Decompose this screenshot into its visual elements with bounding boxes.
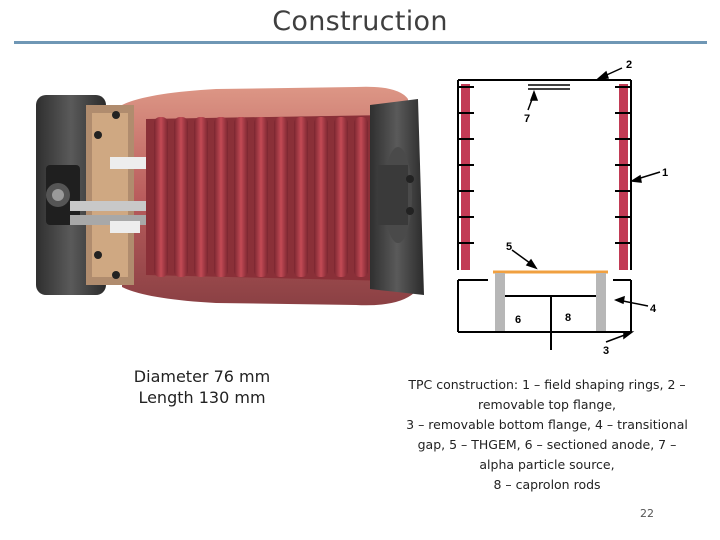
- tpc-schematic: 2 7 1 5 4 6 8 3: [457, 59, 668, 357]
- dimensions-text: Diameter 76 mm Length 130 mm: [112, 366, 292, 408]
- caption-line: removable top flange,: [477, 397, 617, 412]
- label-5: 5: [506, 241, 512, 253]
- label-6: 6: [515, 314, 521, 326]
- tpc-cutaway-render: [26, 75, 426, 317]
- caption-line: 8 – caprolon rods: [493, 477, 601, 492]
- bottom-flange: [457, 279, 632, 350]
- caption-line: alpha particle source,: [479, 457, 615, 472]
- title-underline: [14, 41, 707, 44]
- field-ring-left: [461, 84, 470, 270]
- render-rings: [154, 117, 368, 277]
- diameter-text: Diameter 76 mm: [133, 367, 271, 386]
- label-1: 1: [662, 167, 668, 179]
- alpha-source: [528, 84, 570, 90]
- caprolon-rod-left: [495, 273, 505, 331]
- label-2: 2: [626, 59, 632, 71]
- field-ring-right: [619, 84, 628, 270]
- slide-title: Construction: [272, 6, 448, 37]
- label-4: 4: [650, 303, 657, 315]
- label-8: 8: [565, 312, 571, 324]
- caption-line: gap, 5 – THGEM, 6 – sectioned anode, 7 –: [417, 437, 677, 452]
- label-3: 3: [603, 345, 609, 357]
- page-number: 22: [640, 507, 654, 520]
- caption-line: 3 – removable bottom flange, 4 – transit…: [406, 417, 688, 432]
- schematic-caption: TPC construction: 1 – field shaping ring…: [392, 375, 702, 495]
- caprolon-rod-right: [596, 273, 606, 331]
- label-7: 7: [524, 113, 530, 125]
- caption-line: TPC construction: 1 – field shaping ring…: [408, 377, 686, 392]
- top-flange: [457, 79, 632, 270]
- length-text: Length 130 mm: [138, 388, 266, 407]
